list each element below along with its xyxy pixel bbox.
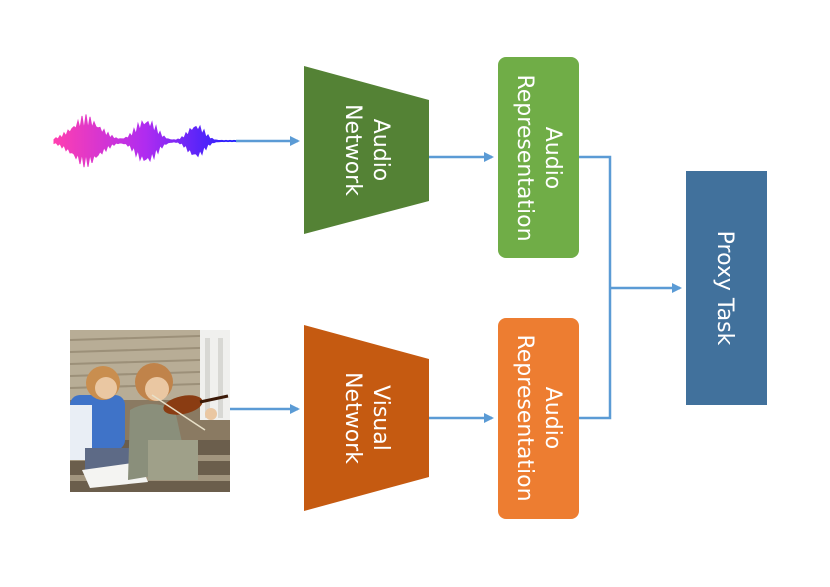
audio-network-label-line1: Audio [368, 119, 393, 182]
audio-representation-bottom-block [498, 318, 579, 519]
audio-representation-top-line1: Audio [540, 127, 565, 190]
audio-waveform-icon [53, 114, 237, 168]
proxy-task-label: Proxy Task [712, 231, 737, 346]
audio-representation-top-block [498, 57, 579, 258]
audio-network-block [304, 66, 429, 234]
audio-network-label-line2: Network [340, 104, 365, 196]
connector-top-representation [579, 155, 612, 288]
violin-photo [70, 330, 230, 492]
audio-representation-top-line2: Representation [512, 74, 537, 241]
audio-representation-bottom-line2: Representation [512, 334, 537, 501]
visual-network-label-line2: Network [340, 372, 365, 464]
visual-network-block [304, 325, 429, 511]
audio-representation-bottom-line1: Audio [540, 387, 565, 450]
connector-bottom-representation [579, 288, 612, 420]
visual-network-label-line1: Visual [368, 385, 393, 451]
proxy-task-block [686, 171, 767, 405]
